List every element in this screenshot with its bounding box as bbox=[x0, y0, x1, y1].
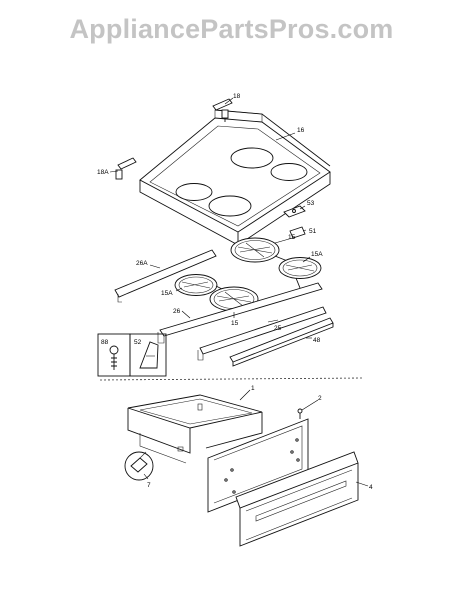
drawer-front-4 bbox=[235, 451, 359, 547]
inset-52 bbox=[129, 333, 167, 377]
callout-18a: 18A bbox=[97, 169, 109, 176]
clip-51 bbox=[289, 226, 306, 239]
callout-26: 26 bbox=[173, 308, 181, 315]
callout-15a-right: 15A bbox=[311, 251, 323, 258]
callout-7: 7 bbox=[147, 482, 151, 489]
callout-25: 25 bbox=[274, 325, 282, 332]
callout-15-top: 15 bbox=[288, 234, 296, 241]
bracket-18 bbox=[212, 98, 233, 122]
bracket-26a bbox=[114, 249, 217, 303]
callout-15a-left: 15A bbox=[161, 290, 173, 297]
bracket-53 bbox=[283, 205, 306, 218]
callout-48: 48 bbox=[313, 337, 321, 344]
callout-16: 16 bbox=[297, 127, 305, 134]
cooktop bbox=[139, 109, 331, 246]
bracket-18a bbox=[115, 157, 137, 180]
detail-7 bbox=[124, 451, 154, 481]
leader-lines bbox=[109, 97, 369, 487]
element-15-top bbox=[230, 237, 291, 263]
callout-labels: 18 16 18A 53 15 51 15A 26A 15A 15 26 25 … bbox=[97, 93, 373, 491]
callout-53: 53 bbox=[307, 200, 315, 207]
callout-26a: 26A bbox=[136, 260, 148, 267]
callout-88: 88 bbox=[101, 339, 109, 346]
watermark: AppliancePartsPros.com bbox=[69, 14, 394, 44]
callout-2: 2 bbox=[318, 395, 322, 402]
callout-1: 1 bbox=[251, 385, 255, 392]
element-15a-left bbox=[174, 274, 225, 296]
callout-15-bottom: 15 bbox=[231, 320, 239, 327]
callout-51: 51 bbox=[309, 228, 317, 235]
trim-48 bbox=[229, 317, 334, 367]
element-15a-right bbox=[278, 257, 322, 289]
section-divider bbox=[99, 377, 363, 381]
drawer-body bbox=[127, 394, 263, 464]
callout-18: 18 bbox=[233, 93, 241, 100]
callout-52: 52 bbox=[134, 339, 142, 346]
callout-4: 4 bbox=[369, 484, 373, 491]
